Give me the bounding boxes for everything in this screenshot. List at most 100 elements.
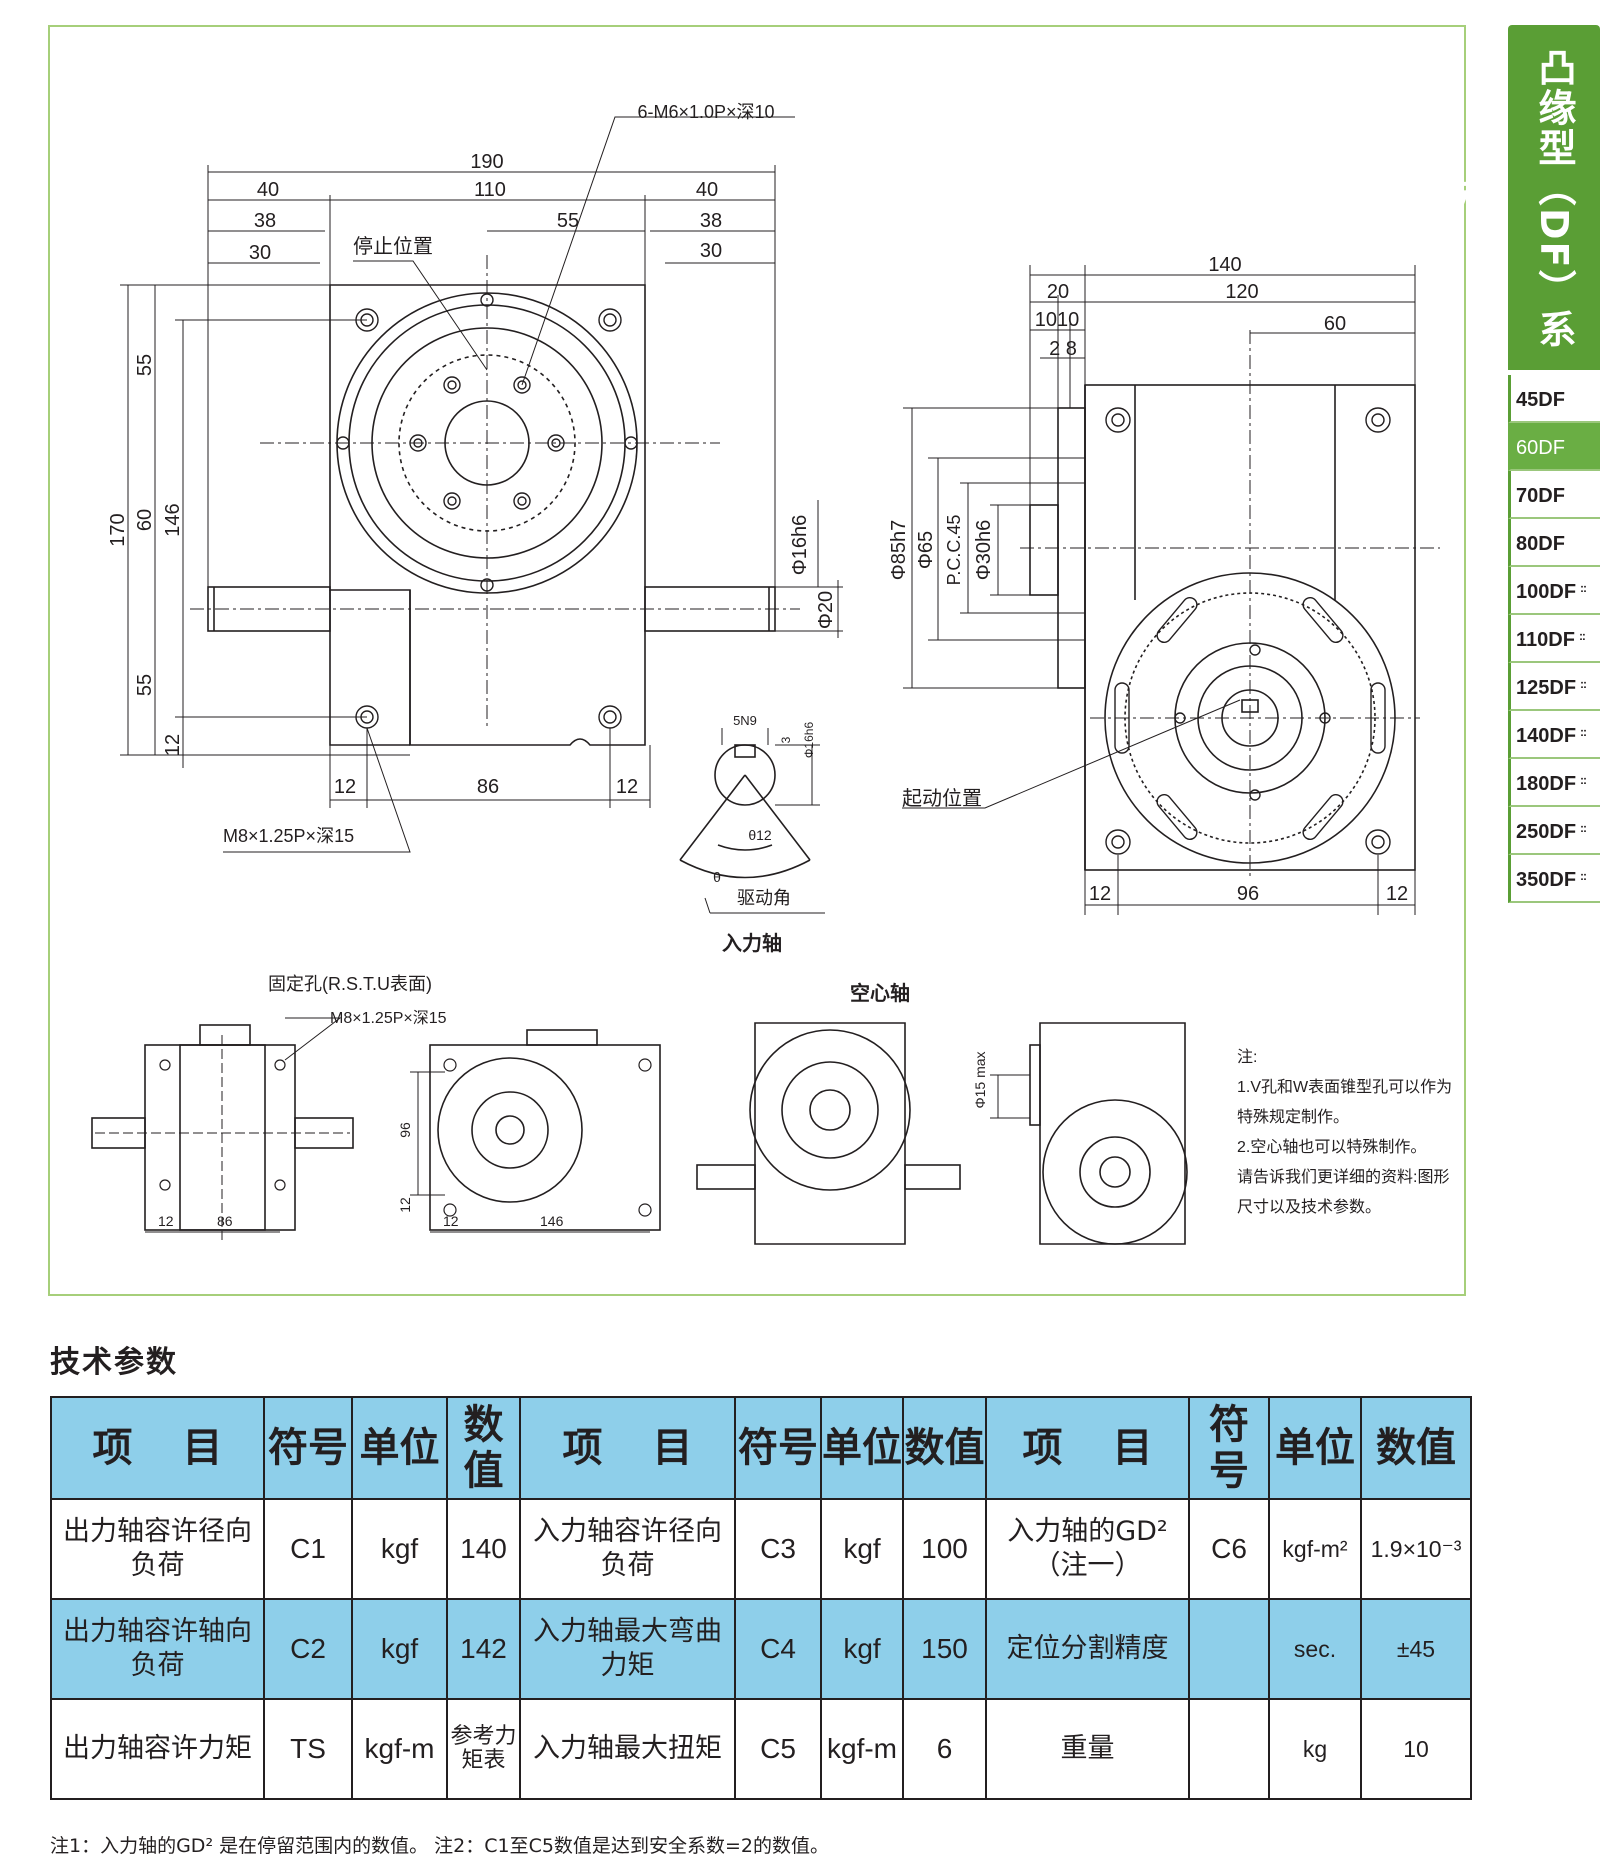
technical-drawing: 190 40 110 40 38 55 38 30 30 6-M6×1.0P×深… <box>91 102 1452 1245</box>
svg-text:Φ15 max: Φ15 max <box>972 1051 988 1108</box>
svg-text:12: 12 <box>1089 883 1111 905</box>
cell-item: 入力轴最大弯曲力矩 <box>519 1598 736 1700</box>
cell-val: 6 <box>902 1698 987 1800</box>
cell-unit: kgf <box>351 1598 448 1700</box>
svg-text:Φ65: Φ65 <box>915 531 937 569</box>
cell-unit: kgf <box>820 1498 904 1600</box>
model-tab-350df[interactable]: 350DF:: <box>1508 855 1600 903</box>
model-tab-label: 110DF <box>1516 629 1575 651</box>
cell-val: 142 <box>446 1598 521 1700</box>
model-tab-45df[interactable]: 45DF <box>1508 375 1600 423</box>
svg-text:20: 20 <box>1047 281 1069 303</box>
model-tab-125df[interactable]: 125DF:: <box>1508 663 1600 711</box>
svg-text:40: 40 <box>257 179 279 201</box>
model-tab-label: 180DF <box>1516 773 1577 795</box>
svg-text:固定孔(R.S.T.U表面): 固定孔(R.S.T.U表面) <box>268 974 432 994</box>
svg-text:6-M6×1.0P×深10: 6-M6×1.0P×深10 <box>637 102 774 122</box>
cell-item: 出力轴容许径向负荷 <box>50 1498 265 1600</box>
header-item: 项 目 <box>985 1396 1190 1500</box>
cell-sym: C1 <box>263 1498 353 1600</box>
svg-text:M8×1.25P×深15: M8×1.25P×深15 <box>330 1009 447 1027</box>
model-tab-70df[interactable]: 70DF <box>1508 471 1600 519</box>
drawing-notes: 注: 1.V孔和W表面锥型孔可以作为 特殊规定制作。 2.空心轴也可以特殊制作。… <box>1237 1048 1452 1216</box>
table-row: 出力轴容许轴向负荷 C2 kgf 142 入力轴最大弯曲力矩 C4 kgf 15… <box>50 1598 1472 1700</box>
svg-text:38: 38 <box>700 210 722 232</box>
svg-text:12: 12 <box>158 1213 174 1229</box>
svg-text:起动位置: 起动位置 <box>902 787 982 810</box>
bottom-views: 固定孔(R.S.T.U表面) M8×1.25P×深15 12 86 96 12 … <box>91 974 1188 1245</box>
svg-text:146: 146 <box>540 1213 564 1229</box>
header-sym: 符号 <box>734 1396 822 1500</box>
svg-text:120: 120 <box>1225 281 1258 303</box>
model-tab-110df[interactable]: 110DF:: <box>1508 615 1600 663</box>
svg-text:12: 12 <box>1386 883 1408 905</box>
cell-item: 出力轴容许力矩 <box>50 1698 265 1800</box>
model-tab-180df[interactable]: 180DF:: <box>1508 759 1600 807</box>
model-tab-label: 100DF <box>1516 581 1577 603</box>
header-unit: 单位 <box>351 1396 448 1500</box>
header-sym: 符号 <box>1188 1396 1270 1500</box>
svg-text:Φ16h6: Φ16h6 <box>802 722 816 759</box>
svg-text:40: 40 <box>696 179 718 201</box>
svg-text:Φ16h6: Φ16h6 <box>789 515 811 575</box>
note-line: 2.空心轴也可以特殊制作。 <box>1237 1138 1426 1156</box>
cell-sym <box>1188 1598 1270 1700</box>
model-tab-label: 125DF <box>1516 677 1577 699</box>
header-val: 数值 <box>446 1396 521 1500</box>
svg-text:θ: θ <box>713 869 721 885</box>
header-item: 项 目 <box>50 1396 265 1500</box>
header-unit: 单位 <box>1268 1396 1362 1500</box>
model-tab-250df[interactable]: 250DF:: <box>1508 807 1600 855</box>
cell-val: 10 <box>1360 1698 1472 1800</box>
svg-text:190: 190 <box>470 151 503 173</box>
cell-unit: kgf <box>351 1498 448 1600</box>
svg-text:Φ30h6: Φ30h6 <box>973 520 995 580</box>
cell-val: 1.9×10⁻³ <box>1360 1498 1472 1600</box>
key-detail: 5N9 3 Φ16h6 θ12 θ 驱动角 入力轴 <box>679 713 825 955</box>
svg-text:空心轴: 空心轴 <box>850 981 910 1005</box>
table-row: 出力轴容许力矩 TS kgf-m 参考力矩表 入力轴最大扭矩 C5 kgf-m … <box>50 1698 1472 1800</box>
model-tab-60df[interactable]: 60DF <box>1508 423 1600 471</box>
cell-val: 150 <box>902 1598 987 1700</box>
svg-text:12: 12 <box>397 1197 413 1213</box>
svg-text:M8×1.25P×深15: M8×1.25P×深15 <box>223 826 354 846</box>
header-val: 数值 <box>902 1396 987 1500</box>
model-tab-label: 250DF <box>1516 821 1577 843</box>
cell-item: 入力轴最大扭矩 <box>519 1698 736 1800</box>
cell-unit: sec. <box>1268 1598 1362 1700</box>
model-tab-100df[interactable]: 100DF:: <box>1508 567 1600 615</box>
table-row: 出力轴容许径向负荷 C1 kgf 140 入力轴容许径向负荷 C3 kgf 10… <box>50 1498 1472 1600</box>
cell-unit: kg <box>1268 1698 1362 1800</box>
svg-text:12: 12 <box>616 776 638 798</box>
svg-text:2 8: 2 8 <box>1049 338 1077 360</box>
model-tab-label: 140DF <box>1516 725 1577 747</box>
model-tab-140df[interactable]: 140DF:: <box>1508 711 1600 759</box>
svg-text:12: 12 <box>443 1213 459 1229</box>
cell-val: 100 <box>902 1498 987 1600</box>
spec-table: 项 目 符号 单位 数值 项 目 符号 单位 数值 项 目 符号 单位 数值 出… <box>50 1396 1472 1800</box>
header-val: 数值 <box>1360 1396 1472 1500</box>
front-view: 190 40 110 40 38 55 38 30 30 6-M6×1.0P×深… <box>107 102 843 853</box>
svg-text:12: 12 <box>334 776 356 798</box>
svg-text:110: 110 <box>474 179 506 201</box>
cell-sym: C4 <box>734 1598 822 1700</box>
note-head: 注: <box>1237 1048 1257 1066</box>
model-tab-label: 60DF <box>1516 437 1565 459</box>
cell-unit: kgf-m <box>820 1698 904 1800</box>
model-tab-80df[interactable]: 80DF <box>1508 519 1600 567</box>
header-sym: 符号 <box>263 1396 353 1500</box>
svg-text:146: 146 <box>162 503 184 536</box>
svg-text:60: 60 <box>1324 313 1346 335</box>
drawing-frame <box>48 25 1466 1296</box>
note-line: 1.V孔和W表面锥型孔可以作为 <box>1237 1078 1452 1096</box>
cell-sym: C6 <box>1188 1498 1270 1600</box>
svg-text:55: 55 <box>557 210 579 232</box>
svg-text:3: 3 <box>779 736 793 743</box>
model-tab-mark: :: <box>1580 581 1587 595</box>
svg-text:55: 55 <box>134 674 156 696</box>
svg-text:30: 30 <box>249 242 271 264</box>
model-tab-label: 70DF <box>1516 485 1565 507</box>
model-tab-mark: :: <box>1580 821 1587 835</box>
cell-unit: kgf <box>820 1598 904 1700</box>
svg-text:Φ20: Φ20 <box>815 591 837 629</box>
